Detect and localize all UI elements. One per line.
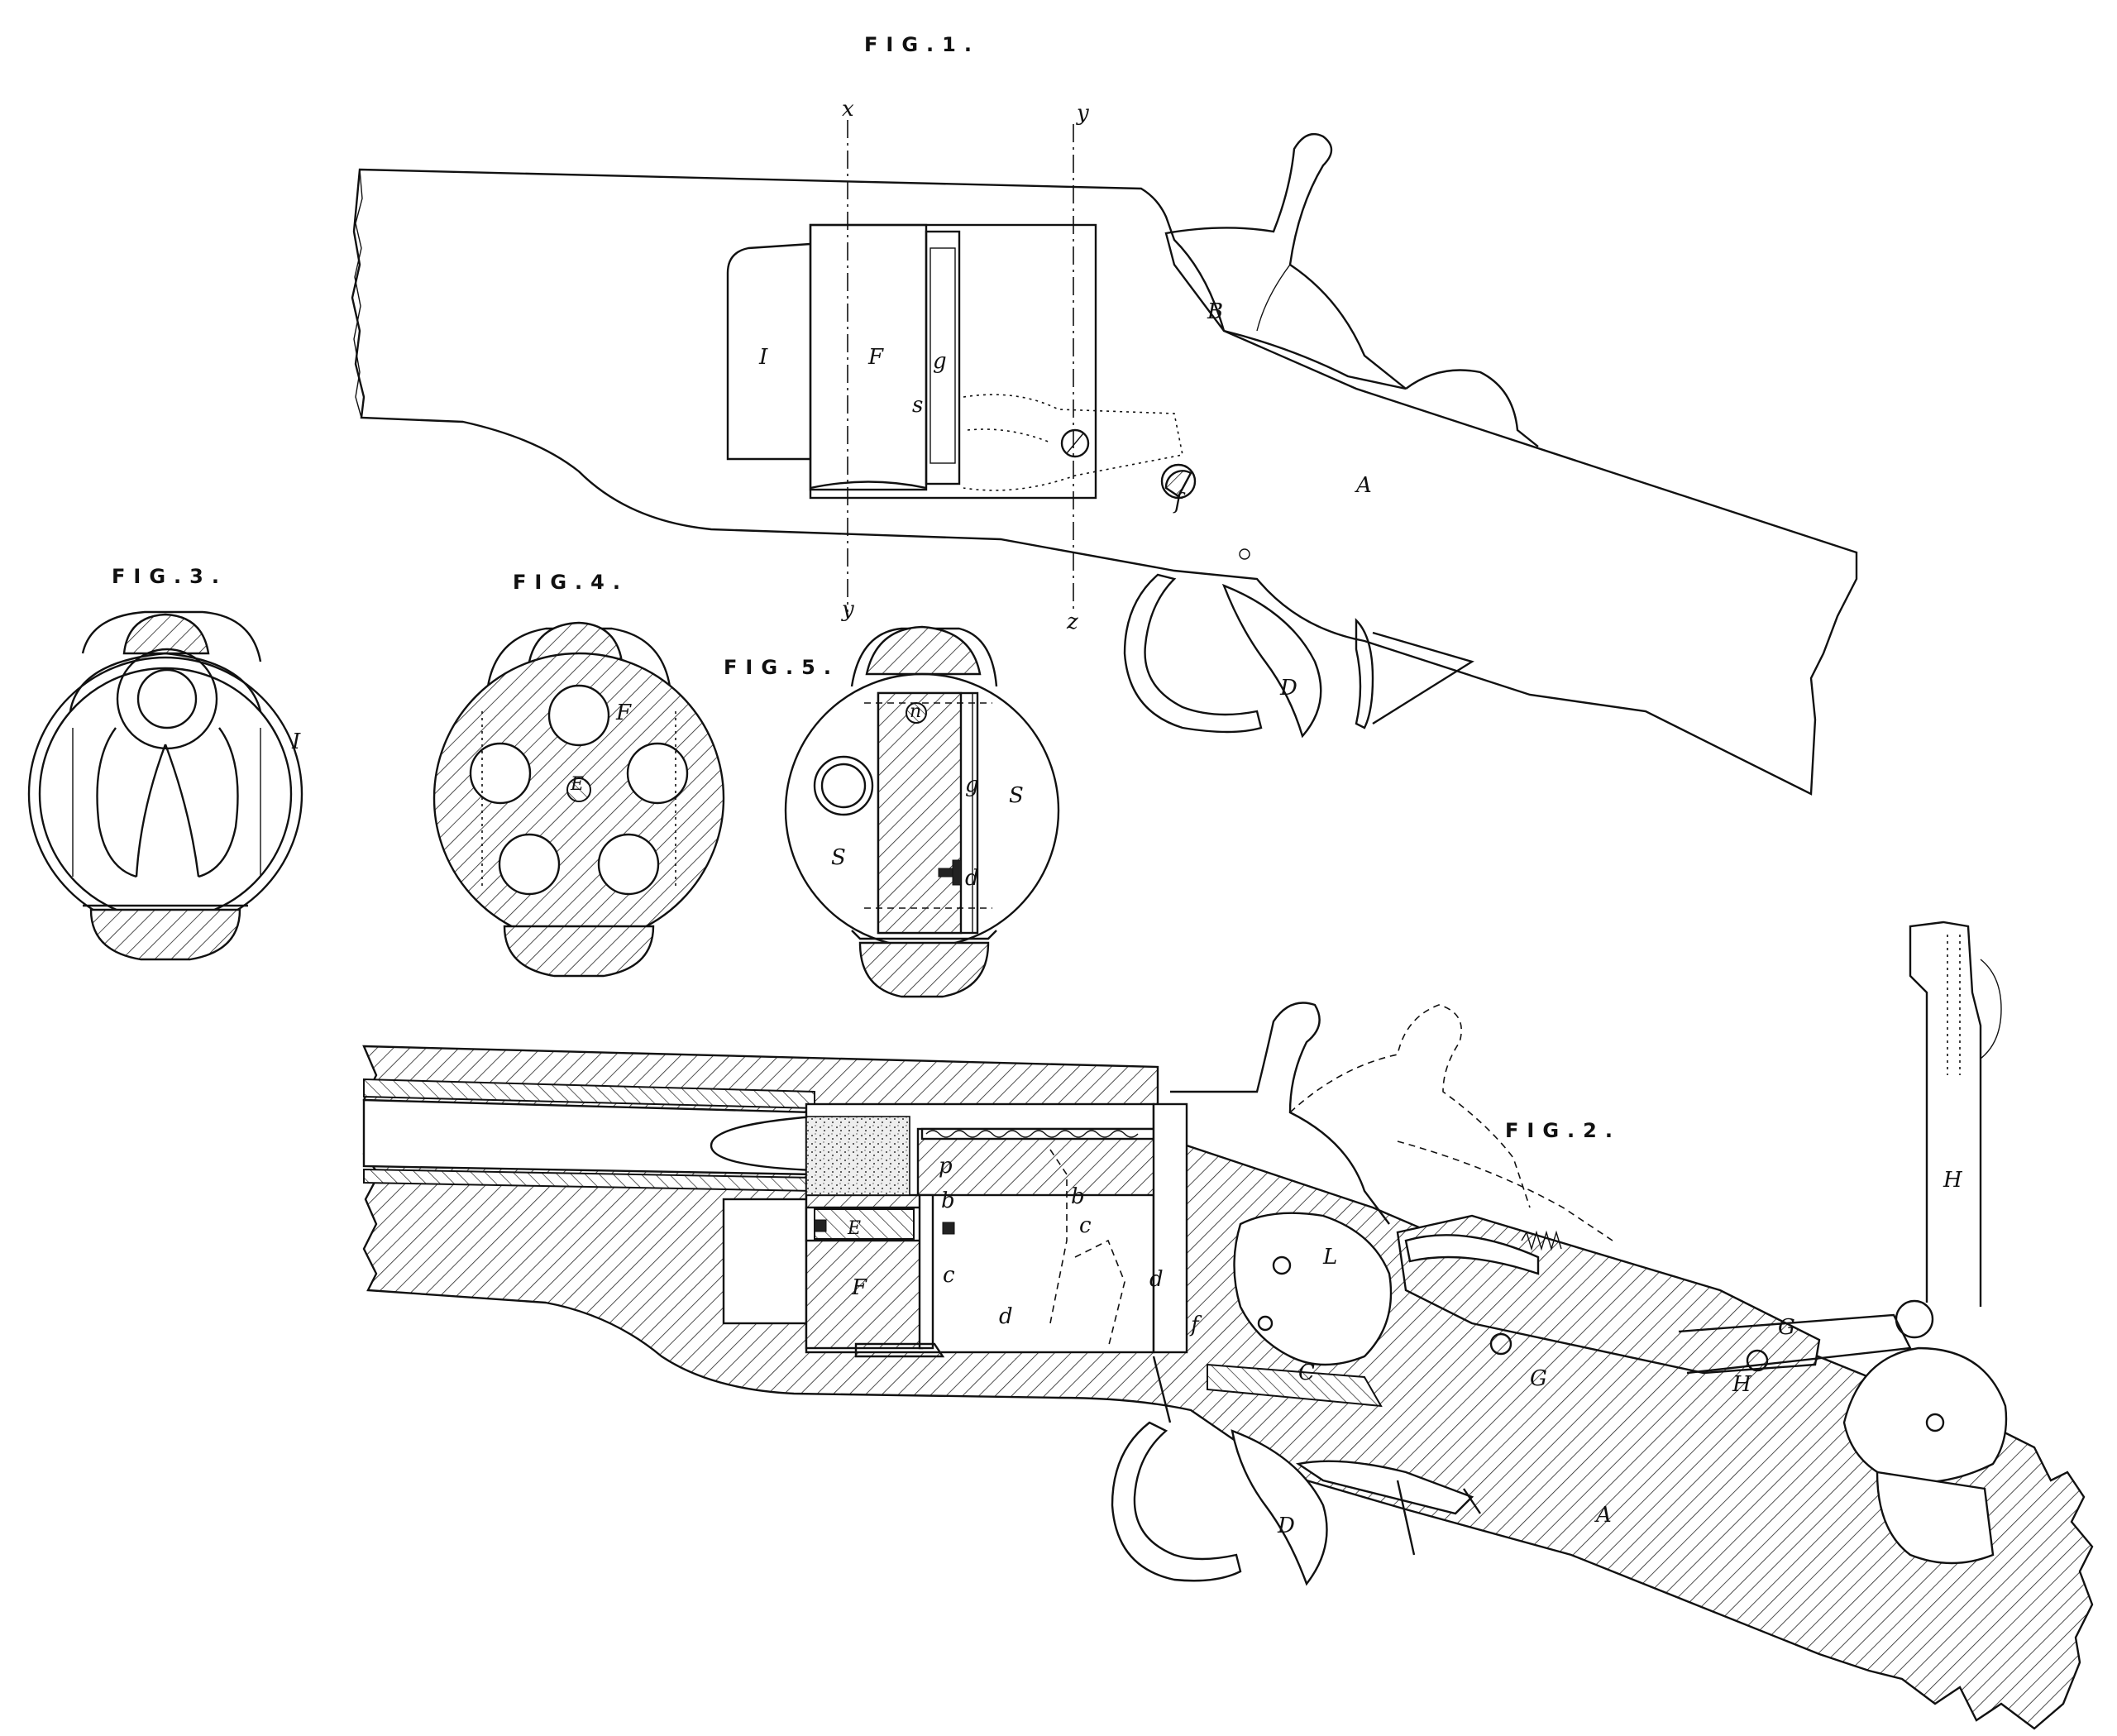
fig2-label-c2: c	[1079, 1213, 1092, 1238]
fig1-label-D: D	[1279, 676, 1297, 701]
fig1-trigger-guard	[1123, 573, 1263, 734]
fig1-label-y-bottom: y	[841, 597, 854, 622]
fig1-title: FIG.1.	[864, 33, 980, 56]
fig1-receiver	[809, 223, 1097, 500]
fig4-label-E: E	[570, 774, 584, 795]
fig2-label-H1: H	[1943, 1168, 1963, 1193]
fig1-stock	[351, 168, 1858, 796]
fig2-tumbler-L	[1233, 1212, 1393, 1366]
fig4-chamber-1	[547, 684, 610, 747]
fig2-label-E: E	[847, 1218, 861, 1239]
fig5-label-d: d	[965, 866, 979, 891]
fig2-hammer	[1170, 1002, 1390, 1225]
fig2-label-d1: d	[999, 1304, 1013, 1329]
fig4-chamber-3	[597, 833, 660, 896]
fig2-trigger-guard	[1111, 1421, 1242, 1582]
fig1-label-y-top: y	[1076, 101, 1089, 126]
fig1-label-B: B	[1207, 299, 1223, 324]
fig2-sear-C	[1207, 1363, 1383, 1408]
fig4-label-F: F	[615, 701, 632, 725]
fig5-title: FIG.5.	[724, 656, 839, 679]
fig2-label-c1: c	[943, 1263, 955, 1288]
fig1-label-z: z	[1066, 610, 1078, 634]
fig2-lever-H	[1909, 921, 1982, 1307]
fig1-label-A: A	[1355, 473, 1372, 498]
fig1: FIG.1. x	[351, 33, 1858, 796]
fig5-label-S-left: S	[831, 845, 846, 870]
fig5-label-S-right: S	[1009, 783, 1024, 808]
fig2-label-L: L	[1322, 1245, 1337, 1270]
fig1-label-s: s	[912, 393, 923, 418]
fig5-label-n: n	[910, 701, 921, 722]
fig1-hammer	[1164, 132, 1407, 390]
fig4-chamber-5	[469, 742, 532, 805]
fig4-chamber-4	[498, 833, 561, 896]
fig1-label-I: I	[758, 345, 768, 370]
fig2-label-A: A	[1594, 1503, 1612, 1528]
fig4-title: FIG.4.	[513, 571, 628, 594]
fig5: FIG.5. n g S S d	[724, 625, 1060, 998]
fig4-chamber-2	[626, 742, 689, 805]
fig4: FIG.4. F E	[432, 571, 725, 978]
fig2-label-F: F	[851, 1275, 867, 1300]
fig3-label-I: I	[291, 729, 301, 754]
fig5-slide	[877, 691, 963, 935]
fig2-label-p: p	[939, 1154, 953, 1179]
fig2-label-b2: b	[1071, 1184, 1085, 1209]
fig2-title: FIG.2.	[1505, 1119, 1621, 1142]
fig5-label-g: g	[965, 772, 979, 797]
fig2-label-D: D	[1277, 1514, 1295, 1538]
fig3: FIG.3. I	[27, 565, 303, 961]
fig2-label-G1: G	[1530, 1366, 1547, 1391]
fig1-label-g: g	[933, 349, 947, 374]
fig2-label-b1: b	[941, 1188, 955, 1213]
fig2-label-d2: d	[1149, 1267, 1164, 1292]
fig1-label-f: f	[1173, 490, 1186, 514]
fig1-label-x: x	[842, 97, 854, 122]
fig1-label-F: F	[867, 345, 884, 370]
fig1-cylinder-I	[726, 242, 811, 461]
fig2-label-H2: H	[1732, 1372, 1752, 1397]
fig3-title: FIG.3.	[112, 565, 227, 588]
fig2-label-C: C	[1298, 1361, 1315, 1385]
fig2: FIG.2.	[362, 921, 2094, 1730]
fig2-label-G2: G	[1778, 1315, 1795, 1340]
